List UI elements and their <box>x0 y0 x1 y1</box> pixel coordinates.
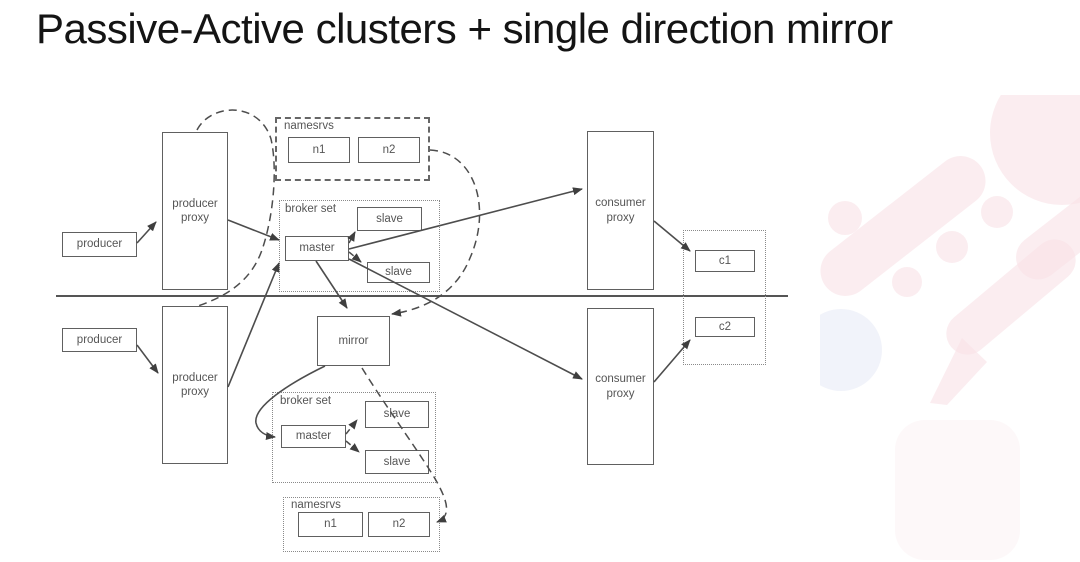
upper-namesrvs-group-label: namesrvs <box>284 120 334 132</box>
edge-lower-producer-to-proxy <box>136 344 159 374</box>
lower-slave2-node: slave <box>365 450 429 474</box>
upper-namesrvs-group <box>275 117 430 181</box>
lower-consumer-proxy-node: consumer proxy <box>587 308 654 465</box>
upper-producer-proxy-label: producer proxy <box>172 197 218 224</box>
upper-slave1-node: slave <box>357 207 422 231</box>
lower-producer-proxy-label: producer proxy <box>172 371 218 398</box>
upper-namesrv-n2-node: n2 <box>358 137 420 163</box>
upper-producer-node: producer <box>62 232 137 257</box>
edge-upper-producer-to-proxy <box>136 221 157 244</box>
lower-namesrvs-group-label: namesrvs <box>291 499 341 511</box>
watermark-tail <box>895 420 1020 560</box>
watermark-fin <box>820 309 882 391</box>
upper-broker-set-group-label: broker set <box>285 203 337 215</box>
watermark-dot <box>828 201 862 235</box>
rocketmq-rocket-logo-icon <box>820 95 1080 560</box>
slide-title: Passive-Active clusters + single directi… <box>36 5 893 52</box>
upper-consumer-proxy-node: consumer proxy <box>587 131 654 290</box>
upper-namesrv-n1-node: n1 <box>288 137 350 163</box>
lower-producer-proxy-node: producer proxy <box>162 306 228 464</box>
edge-upper-proxy-to-master <box>227 219 280 241</box>
lower-namesrv-n1-node: n1 <box>298 512 363 537</box>
watermark-dot <box>892 267 922 297</box>
cluster-divider-line <box>56 295 788 297</box>
lower-namesrv-n2-node: n2 <box>368 512 430 537</box>
consumer-c1-node: c1 <box>695 250 755 272</box>
edge-lower-proxy-to-upper-master <box>227 262 280 388</box>
watermark-swoosh-right <box>1016 188 1080 280</box>
mirror-node: mirror <box>317 316 390 366</box>
consumer-c2-node: c2 <box>695 317 755 337</box>
lower-producer-node: producer <box>62 328 137 352</box>
upper-master-node: master <box>285 236 349 261</box>
watermark-swoosh-upper <box>820 156 986 296</box>
watermark-flame <box>930 338 987 405</box>
upper-producer-proxy-node: producer proxy <box>162 132 228 290</box>
lower-slave1-node: slave <box>365 401 429 428</box>
watermark-dot <box>981 196 1013 228</box>
upper-consumer-proxy-label: consumer proxy <box>595 197 646 224</box>
upper-slave2-node: slave <box>367 262 430 283</box>
lower-master-node: master <box>281 425 346 448</box>
watermark-dot <box>936 231 968 263</box>
lower-broker-set-group-label: broker set <box>280 395 332 407</box>
consumer-group-container <box>683 230 766 365</box>
watermark-blob <box>990 95 1080 205</box>
lower-consumer-proxy-label: consumer proxy <box>595 373 646 400</box>
